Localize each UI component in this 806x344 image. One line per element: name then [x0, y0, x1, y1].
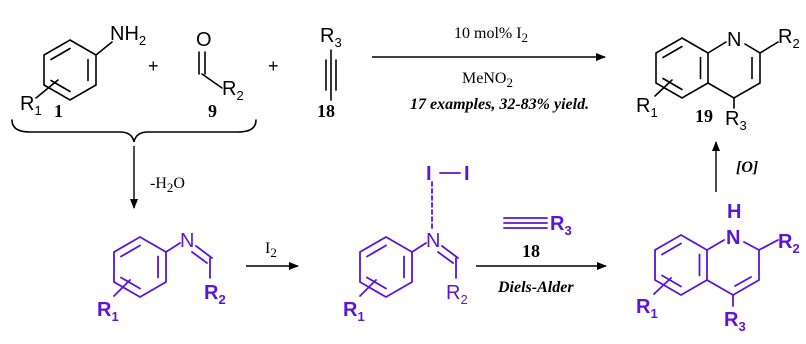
r1-label: R1: [97, 299, 119, 324]
iodine-atom: I: [464, 163, 470, 185]
compound-number-19: 19: [695, 106, 713, 126]
compound-number-1: 1: [54, 101, 63, 121]
compound-imine: N R2 R1: [97, 230, 226, 324]
reaction-arrow-diels-alder: R3 18 Diels-Alder: [476, 213, 607, 296]
plus-sign: +: [268, 56, 279, 76]
r1-label: R1: [636, 95, 658, 120]
benzene-ring: [43, 39, 97, 101]
r3-label: R3: [724, 309, 746, 334]
reaction-arrow-oxidation: [O]: [712, 141, 758, 192]
r1-label: R1: [636, 296, 658, 321]
r3-label: R3: [550, 213, 572, 238]
nh-hydrogen-label: H: [727, 201, 741, 223]
r2-label: R2: [222, 78, 244, 103]
compound-aniline: NH2 R1 1: [20, 23, 146, 121]
catalyst-label: 10 mol% I2: [454, 25, 528, 45]
oxidation-label: [O]: [736, 159, 758, 176]
r2-label: R2: [446, 282, 468, 307]
nitrogen-label: N: [180, 230, 194, 252]
compound-iodine-complex: N R2 R1 I I: [343, 163, 470, 324]
r2-label: R2: [204, 282, 226, 307]
nitrogen-label: N: [727, 29, 741, 51]
oxygen-label: O: [196, 29, 212, 51]
compound-aldehyde: O R2 9: [196, 29, 244, 121]
reactant-brace: [11, 119, 257, 143]
reaction-arrow-main: 10 mol% I2 MeNO2 17 examples, 32-83% yie…: [372, 25, 606, 113]
compound-number-18: 18: [522, 241, 540, 261]
compound-alkyne: R3 18: [317, 25, 342, 121]
r3-label: R3: [725, 108, 747, 133]
compound-quinoline: N R2 R3 R1 19: [636, 26, 800, 133]
bond-c-n: [95, 41, 113, 56]
solvent-label: MeNO2: [462, 70, 513, 90]
water-loss-label: -H2O: [150, 175, 185, 195]
iodine-atom: I: [426, 163, 432, 185]
nitrogen-label: N: [726, 227, 740, 249]
compound-dihydroquinoline: H N R2 R3 R1: [636, 201, 800, 334]
r1-bond: [35, 79, 59, 99]
r1-label: R1: [343, 299, 365, 324]
nitrogen-label: N: [426, 230, 440, 252]
plus-sign: +: [148, 56, 159, 76]
r2-label: R2: [778, 26, 800, 51]
r3-label: R3: [320, 25, 342, 50]
compound-number-9: 9: [208, 101, 217, 121]
nh2-label: NH2: [110, 23, 146, 48]
compound-number-18: 18: [317, 101, 335, 121]
reaction-arrow-condensation: -H2O: [130, 146, 185, 209]
r1-label: R1: [20, 93, 42, 118]
reaction-arrow-iodine: I2: [246, 240, 299, 270]
diels-alder-label: Diels-Alder: [497, 279, 574, 296]
r2-label: R2: [778, 231, 800, 256]
yield-summary: 17 examples, 32-83% yield.: [410, 96, 589, 113]
iodine-label: I2: [265, 240, 277, 260]
